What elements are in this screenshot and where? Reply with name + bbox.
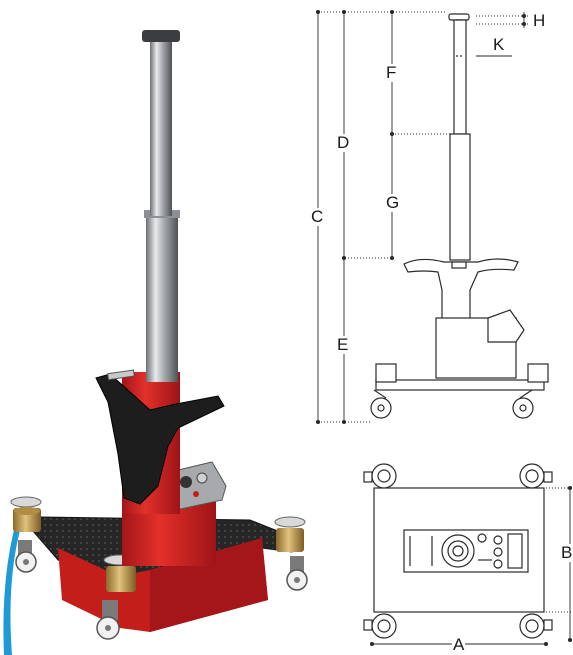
dimension-label-f: F [385, 63, 398, 82]
side-elevation-drawing [370, 13, 549, 419]
spring-cup-right [274, 516, 306, 552]
spring-cup-left [10, 496, 42, 532]
dimension-label-k: K [492, 35, 506, 54]
blue-swoosh [3, 498, 30, 655]
dimension-label-g: G [385, 193, 401, 212]
dimension-label-b: B [560, 543, 573, 562]
caster-front-left [96, 600, 120, 640]
lower-ram [146, 214, 178, 382]
plan-view-drawing [363, 463, 553, 639]
caster-rear-right [286, 556, 308, 591]
dimension-label-e: E [336, 335, 350, 354]
dimension-label-c: C [310, 207, 325, 226]
dimension-label-a: A [452, 635, 466, 654]
dimension-label-d: D [336, 133, 351, 152]
saddle-yoke [95, 373, 225, 505]
caster-rear-left [15, 540, 37, 573]
dimension-label-h: H [532, 11, 547, 30]
ram-head [142, 30, 180, 42]
upper-ram [150, 42, 172, 216]
valve-block [165, 461, 227, 511]
plan-dimension-lines [369, 485, 573, 647]
jack-photo [3, 30, 308, 655]
